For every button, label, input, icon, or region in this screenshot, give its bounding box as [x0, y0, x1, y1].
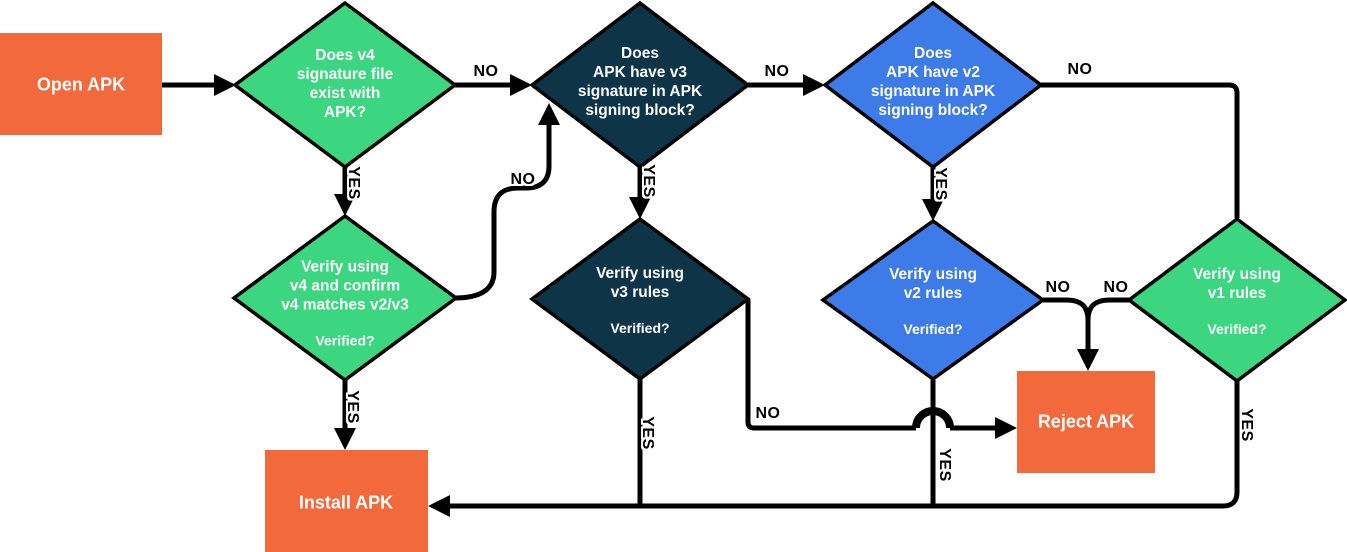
process-open-apk-shape	[0, 33, 162, 135]
connector-verifyv4-no-to-qv3	[454, 122, 552, 301]
arrowhead-into-verifyv4	[334, 194, 356, 216]
decision-verify-v1-shape	[1126, 216, 1347, 384]
connector-group	[162, 82, 1240, 509]
process-install-apk-shape	[265, 450, 428, 552]
arrowhead-into-qv2	[803, 74, 825, 96]
connector-verifyv1-no-to-reject	[1085, 297, 1129, 321]
arrowhead-into-reject-left	[995, 417, 1017, 439]
arrowhead-into-reject-top	[1077, 349, 1099, 371]
connector-verifyv3-no-left	[745, 300, 916, 431]
arrowhead-into-verifyv3	[629, 197, 651, 219]
decision-v2-exists-shape	[822, 0, 1044, 170]
arrowhead-into-install-top	[334, 428, 356, 450]
arrowhead-scurve-into-qv3	[538, 103, 560, 125]
connector-qv2-no-to-verifyv1	[1041, 82, 1240, 218]
connector-yes-collector-to-install	[446, 381, 1240, 509]
decision-verify-v2-shape	[819, 218, 1047, 382]
diamond-group	[231, 0, 1347, 384]
arrowhead-into-verifyv2	[922, 199, 944, 221]
decision-verify-v3-shape	[529, 216, 751, 382]
decision-v4-exists-shape	[232, 0, 458, 170]
arrowhead-group	[214, 74, 1099, 517]
process-reject-apk-shape	[1017, 371, 1155, 473]
decision-v3-exists-shape	[529, 0, 751, 170]
decision-verify-v4-shape	[231, 213, 459, 383]
arrowhead-into-qv4	[214, 74, 236, 96]
connector-verifyv2-no-to-reject	[1043, 297, 1091, 353]
arrowhead-into-qv3	[510, 74, 532, 96]
arrowhead-into-install-right	[428, 495, 450, 517]
